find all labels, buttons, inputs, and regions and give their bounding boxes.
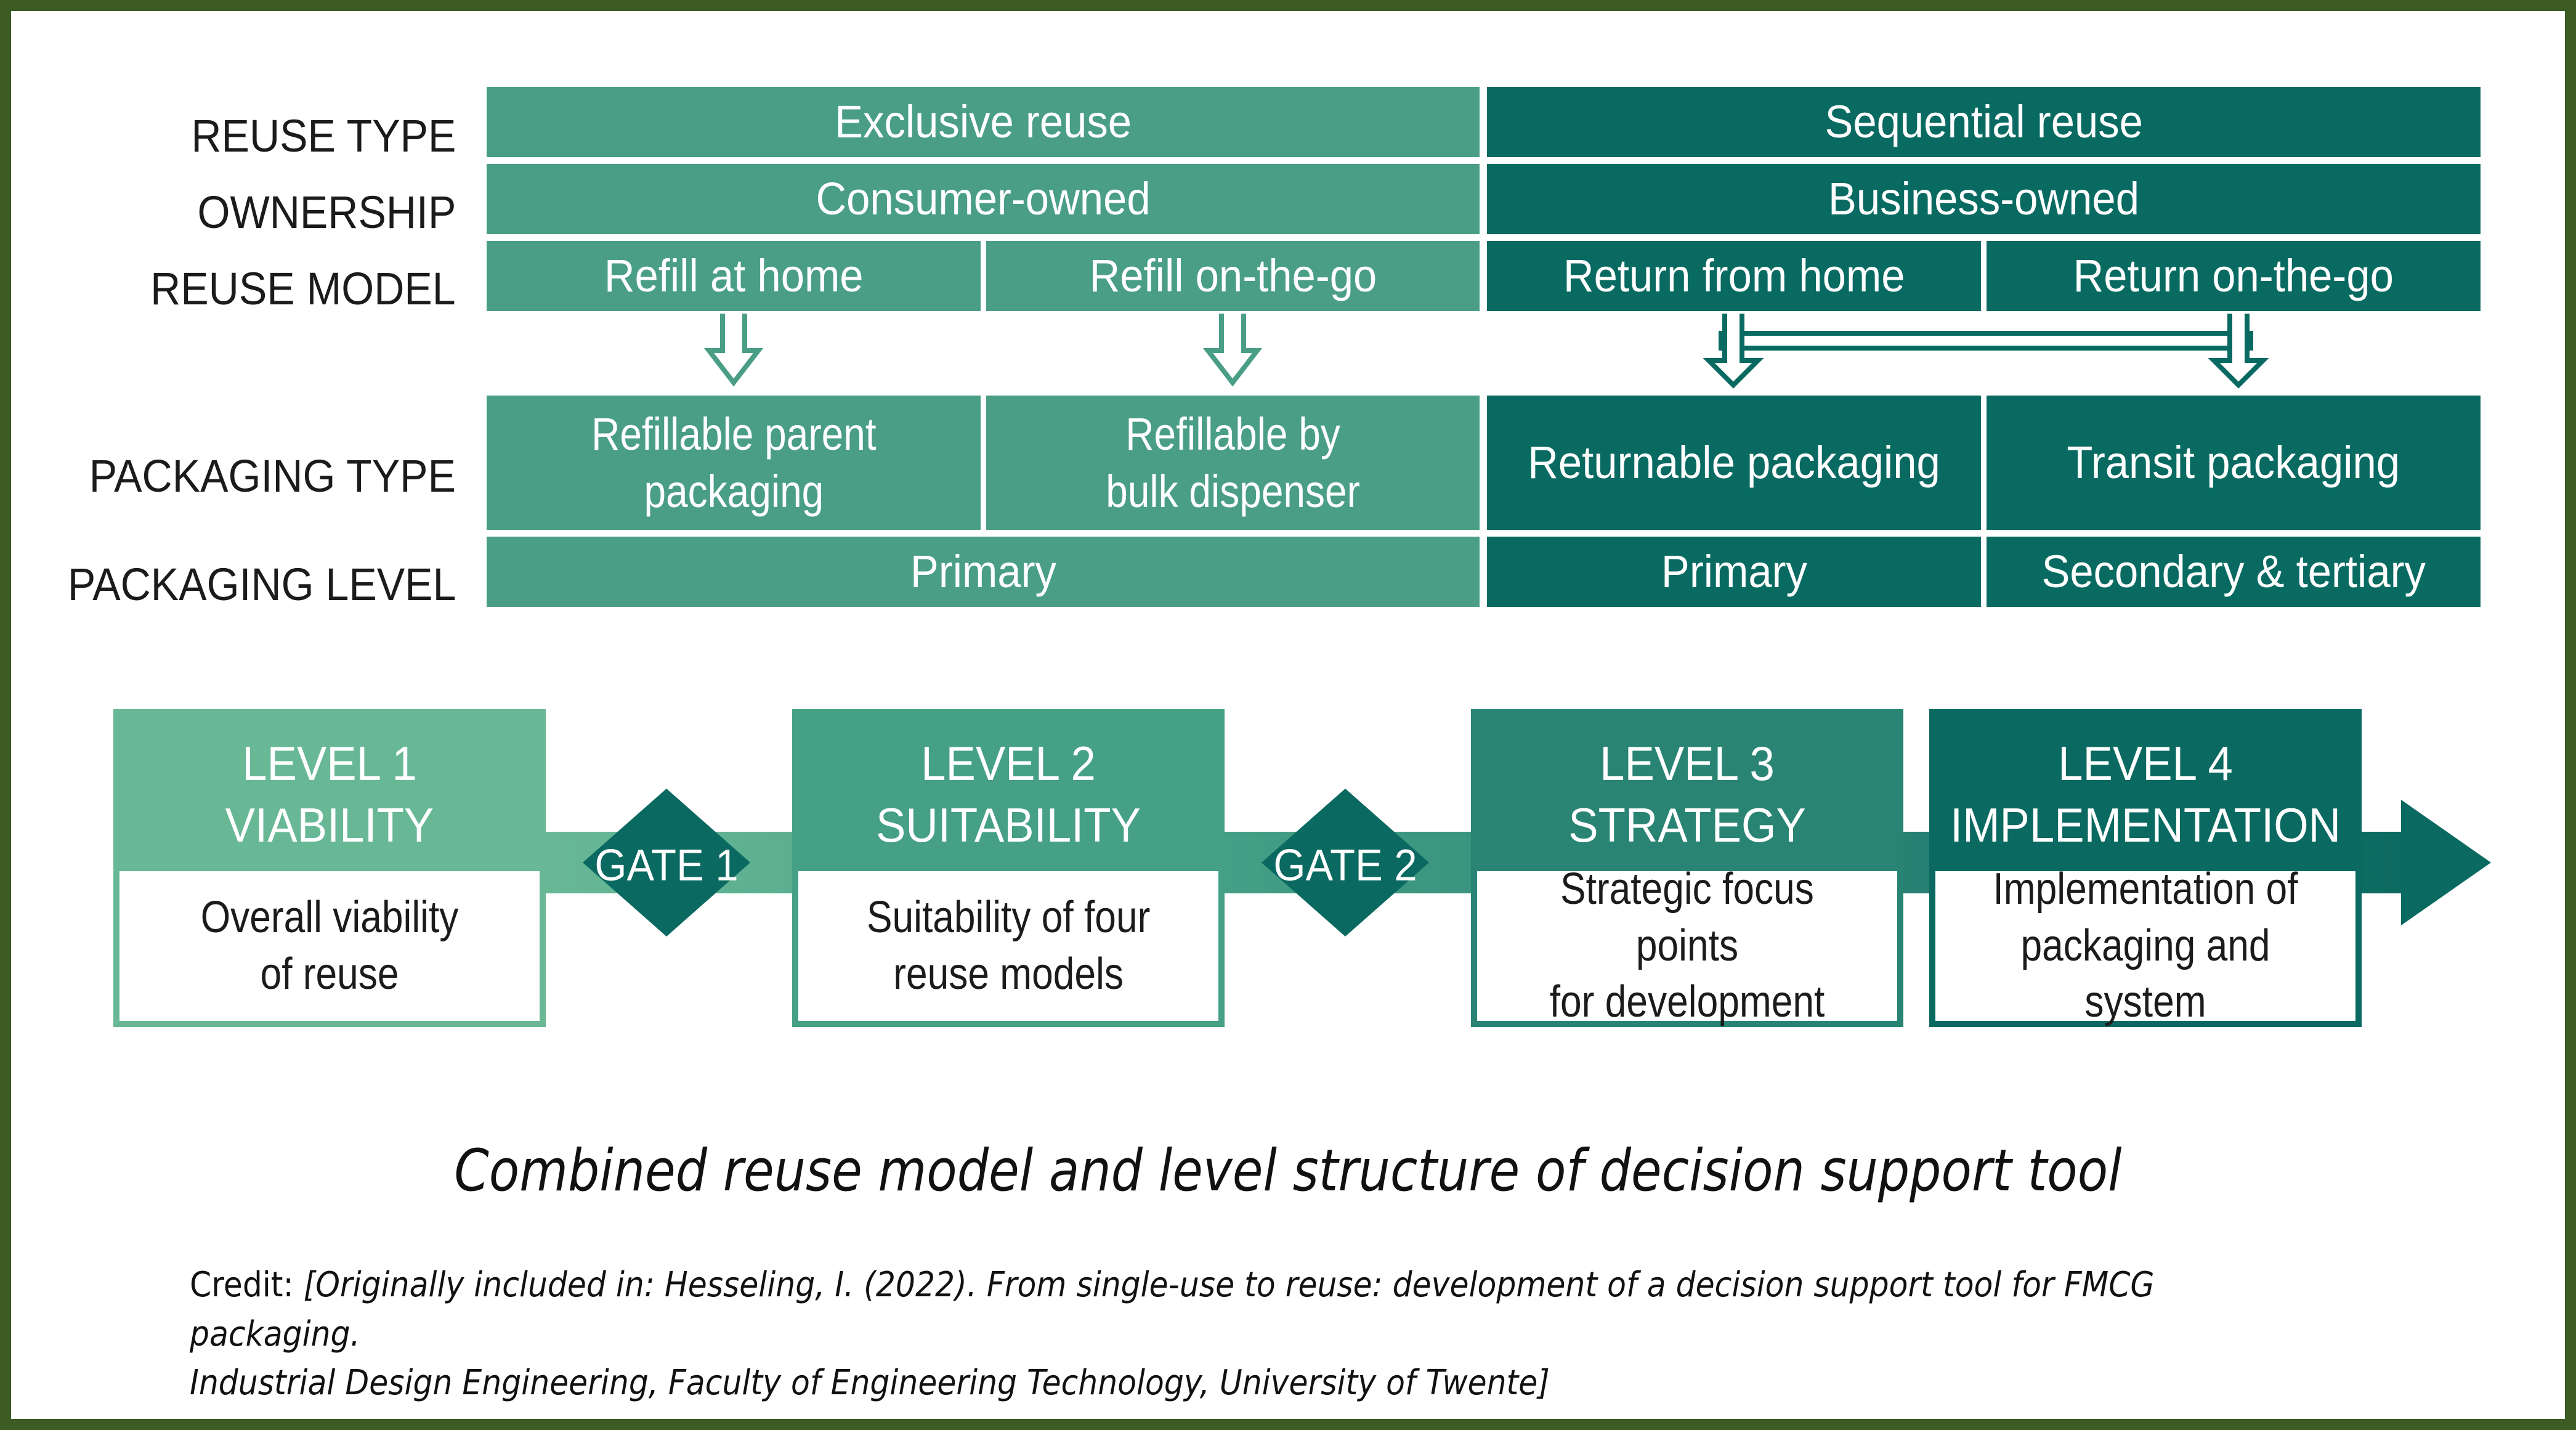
cell-sequential-reuse: Sequential reuse — [1487, 87, 2481, 157]
flow-arrowhead — [2401, 800, 2491, 925]
cell-business-owned: Business-owned — [1487, 164, 2481, 234]
credit-line-1: [Originally included in: Hesseling, I. (… — [190, 1265, 2155, 1354]
cell-primary-exclusive: Primary — [487, 537, 1480, 607]
arrow-refill-on-the-go — [1202, 314, 1263, 387]
cell-primary-sequential: Primary — [1487, 537, 1981, 607]
figure-caption: Combined reuse model and level structure… — [454, 1137, 2122, 1205]
row-label-ownership: OWNERSHIP — [197, 187, 456, 238]
gate-2-label: GATE 2 — [1273, 841, 1417, 890]
gate-2-diamond — [1262, 789, 1429, 936]
cell-exclusive-reuse: Exclusive reuse — [487, 87, 1480, 157]
cell-refill-on-the-go: Refill on-the-go — [986, 241, 1480, 311]
row-label-packaging-level: PACKAGING LEVEL — [67, 559, 456, 610]
figure-frame: REUSE TYPE OWNERSHIP REUSE MODEL PACKAGI… — [11, 11, 2565, 1419]
credit-text: Credit: [Originally included in: Hesseli… — [190, 1261, 2296, 1408]
arrow-return-crossed — [1703, 314, 2269, 389]
reuse-model-arrows — [703, 314, 2269, 389]
credit-prefix: Credit: — [190, 1265, 304, 1305]
gate-1-label: GATE 1 — [594, 841, 739, 890]
gate-1-diamond — [583, 789, 750, 936]
cell-transit-packaging: Transit packaging — [1987, 396, 2481, 530]
cell-consumer-owned: Consumer-owned — [487, 164, 1480, 234]
row-label-reuse-model: REUSE MODEL — [150, 263, 456, 314]
cell-refill-at-home: Refill at home — [487, 241, 981, 311]
row-label-packaging-type: PACKAGING TYPE — [89, 450, 456, 502]
cell-return-on-the-go: Return on-the-go — [1987, 241, 2481, 311]
arrow-refill-at-home — [703, 314, 764, 387]
row-label-reuse-type: REUSE TYPE — [190, 110, 456, 161]
credit-line-2: Industrial Design Engineering, Faculty o… — [190, 1363, 1550, 1404]
cell-secondary-tertiary: Secondary & tertiary — [1987, 537, 2481, 607]
cell-returnable-packaging: Returnable packaging — [1487, 396, 1981, 530]
cell-return-from-home: Return from home — [1487, 241, 1981, 311]
